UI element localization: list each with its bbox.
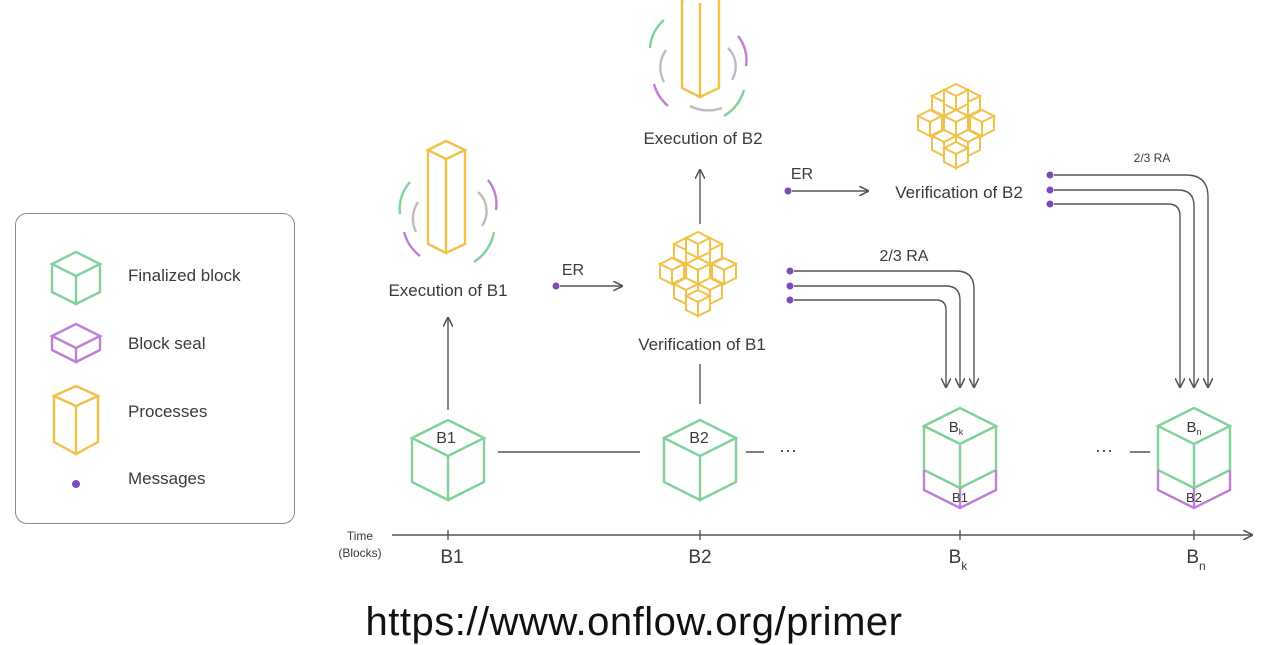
- legend-label-processes: Processes: [128, 402, 208, 421]
- block-bn-label: Bn: [1186, 419, 1201, 437]
- green-cube-icon: [49, 250, 103, 306]
- verification-cluster-b1: [659, 231, 737, 317]
- legend-label-messages: Messages: [128, 469, 206, 488]
- process-prism-b1: [398, 139, 498, 264]
- er-label-1: ER: [562, 262, 584, 279]
- legend-label-finalized-block: Finalized block: [128, 266, 241, 285]
- chain-ellipsis-1: ···: [779, 440, 797, 460]
- purple-dot-icon: [72, 480, 80, 488]
- chain-ellipsis-2: ···: [1095, 440, 1113, 460]
- verification-cluster-b2: [917, 83, 995, 169]
- block-b2-label: B2: [689, 430, 709, 447]
- block-bk-label: Bk: [949, 419, 964, 437]
- tick-label-bk: Bk: [949, 547, 969, 573]
- verification-b1-label: Verification of B1: [638, 335, 766, 354]
- result-approvals-b1: [786, 267, 975, 388]
- message-dot-er-1: [552, 282, 560, 290]
- message-dot-er-2: [784, 187, 792, 195]
- block-b1-label: B1: [436, 430, 456, 447]
- verification-b2-label: Verification of B2: [895, 183, 1023, 202]
- seal-bn-label: B2: [1186, 490, 1202, 505]
- process-prism-b2: [648, 0, 748, 118]
- ra-label-b1: 2/3 RA: [880, 248, 929, 265]
- er-label-2: ER: [791, 166, 813, 183]
- tick-label-bn: Bn: [1186, 547, 1205, 573]
- seal-bk-label: B1: [952, 490, 968, 505]
- timeline-label-line1: Time: [347, 529, 374, 543]
- execution-b2-label: Execution of B2: [643, 129, 762, 148]
- execution-b1-label: Execution of B1: [388, 281, 507, 300]
- purple-slab-icon: [49, 322, 103, 364]
- result-approvals-b2: [1046, 171, 1209, 388]
- block-bk: [921, 406, 999, 510]
- block-bn: [1155, 406, 1233, 510]
- legend-label-block-seal: Block seal: [128, 334, 206, 353]
- ra-label-b2: 2/3 RA: [1134, 151, 1171, 165]
- tick-label-b2: B2: [688, 547, 711, 568]
- source-url: https://www.onflow.org/primer: [365, 600, 903, 644]
- timeline-label-line2: (Blocks): [338, 546, 381, 560]
- yellow-prism-icon: [51, 384, 101, 457]
- tick-label-b1: B1: [440, 547, 463, 568]
- legend: Finalized block Block seal Processes Mes…: [15, 213, 295, 524]
